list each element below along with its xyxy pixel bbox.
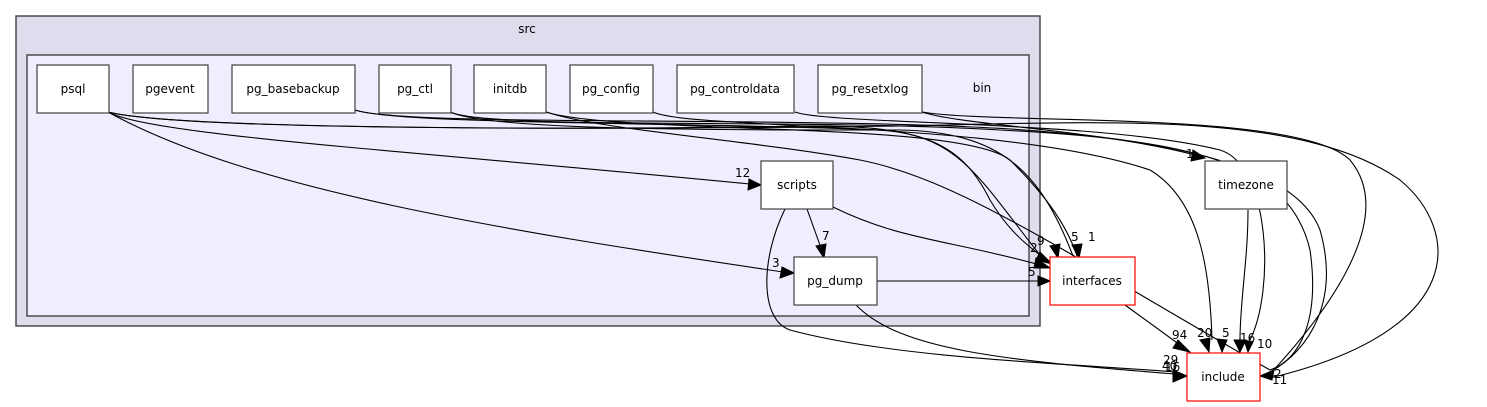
arrowhead xyxy=(1172,339,1192,353)
node-label: psql xyxy=(61,82,86,96)
node-include[interactable]: include xyxy=(1186,352,1261,402)
node-pg_dump[interactable]: pg_dump xyxy=(793,256,878,306)
edge-pg_ctl-interfaces xyxy=(449,111,1074,257)
edge-label: 94 xyxy=(1172,328,1187,342)
edge-psql-scripts xyxy=(107,111,751,185)
edge-label: 2 xyxy=(1274,367,1282,381)
edge-label: 12 xyxy=(735,166,750,180)
arrowhead xyxy=(815,243,827,260)
node-label: include xyxy=(1201,370,1244,384)
node-pg_resetxlog[interactable]: pg_resetxlog xyxy=(817,64,923,114)
edge-label: 1 xyxy=(1088,230,1096,244)
cluster-bin-label: bin xyxy=(973,81,992,95)
edges xyxy=(107,109,1439,383)
edge-psql-pg_dump xyxy=(107,111,784,273)
edge-scripts-interfaces xyxy=(832,206,1041,266)
edge-label: 1 xyxy=(1186,147,1194,161)
edge-label: 5 xyxy=(1028,265,1036,279)
arrowhead xyxy=(1190,149,1207,162)
node-interfaces[interactable]: interfaces xyxy=(1049,256,1136,306)
node-label: scripts xyxy=(777,178,817,192)
arrowhead xyxy=(1172,369,1189,383)
edge-labels: 12 3 7 2 9 5 1 5 1 94 20 5 16 10 29 40 1… xyxy=(735,147,1287,387)
node-label: pg_basebackup xyxy=(246,82,339,96)
edge-label: 29 xyxy=(1163,353,1178,367)
edge-label: 20 xyxy=(1197,326,1212,340)
edge-initdb-interfaces xyxy=(545,111,1078,257)
node-pgevent[interactable]: pgevent xyxy=(132,64,209,114)
edge-label: 7 xyxy=(822,229,830,243)
arrowhead xyxy=(1243,339,1254,354)
arrowhead xyxy=(1071,243,1083,260)
edge-label: 40 xyxy=(1162,359,1177,373)
node-label: timezone xyxy=(1218,178,1274,192)
edge-pg_dump-include xyxy=(855,304,1176,375)
arrowhead xyxy=(1037,275,1052,287)
edge-label: 5 xyxy=(1071,230,1079,244)
edge-pg_controldata-include xyxy=(794,111,1266,341)
edge-interfaces-include xyxy=(1124,304,1181,346)
node-label: pg_controldata xyxy=(690,82,780,96)
node-pg_config[interactable]: pg_config xyxy=(569,64,654,114)
node-psql[interactable]: psql xyxy=(36,64,110,114)
cluster-src-label: src xyxy=(518,22,536,36)
arrowhead xyxy=(1258,369,1275,381)
edge-label: 16 xyxy=(1165,360,1180,374)
edge-label: 11 xyxy=(1272,373,1287,387)
edge-label: 10 xyxy=(1257,337,1272,351)
edge-label: 5 xyxy=(1222,326,1230,340)
edge-label: 2 xyxy=(1030,241,1038,255)
node-scripts[interactable]: scripts xyxy=(760,160,834,210)
node-label: pg_ctl xyxy=(397,82,433,96)
node-initdb[interactable]: initdb xyxy=(473,64,547,114)
edge-pg_basebackup-interfaces xyxy=(354,109,1041,256)
arrowhead xyxy=(747,178,763,191)
edge-pg_resetxlog-timezone xyxy=(921,111,1196,156)
arrowhead xyxy=(779,266,796,279)
arrowhead xyxy=(1216,338,1228,354)
node-label: initdb xyxy=(493,82,527,96)
edge-scripts-pg_dump xyxy=(806,208,822,249)
node-label: pg_config xyxy=(582,82,640,96)
arrowhead xyxy=(1199,337,1211,354)
node-label: interfaces xyxy=(1062,274,1122,288)
node-label: pgevent xyxy=(145,82,195,96)
node-pg_controldata[interactable]: pg_controldata xyxy=(676,64,795,114)
edge-pg_basebackup-include xyxy=(354,109,1327,373)
edge-scripts-include xyxy=(766,208,1176,373)
arrowhead xyxy=(1233,339,1247,354)
node-timezone[interactable]: timezone xyxy=(1204,160,1288,210)
node-pg_basebackup[interactable]: pg_basebackup xyxy=(231,64,356,114)
node-label: pg_dump xyxy=(807,274,863,288)
edge-timezone-include xyxy=(1239,209,1249,341)
arrowhead xyxy=(1035,251,1054,265)
arrowhead xyxy=(1049,243,1061,260)
edge-label: 3 xyxy=(772,256,780,270)
edge-label: 16 xyxy=(1240,331,1255,345)
node-pg_ctl[interactable]: pg_ctl xyxy=(378,64,452,114)
edge-label: 9 xyxy=(1037,234,1045,248)
edge-pg_config-include xyxy=(652,111,1213,341)
node-label: pg_resetxlog xyxy=(831,82,908,96)
edge-pg_resetxlog-include xyxy=(921,111,1367,375)
